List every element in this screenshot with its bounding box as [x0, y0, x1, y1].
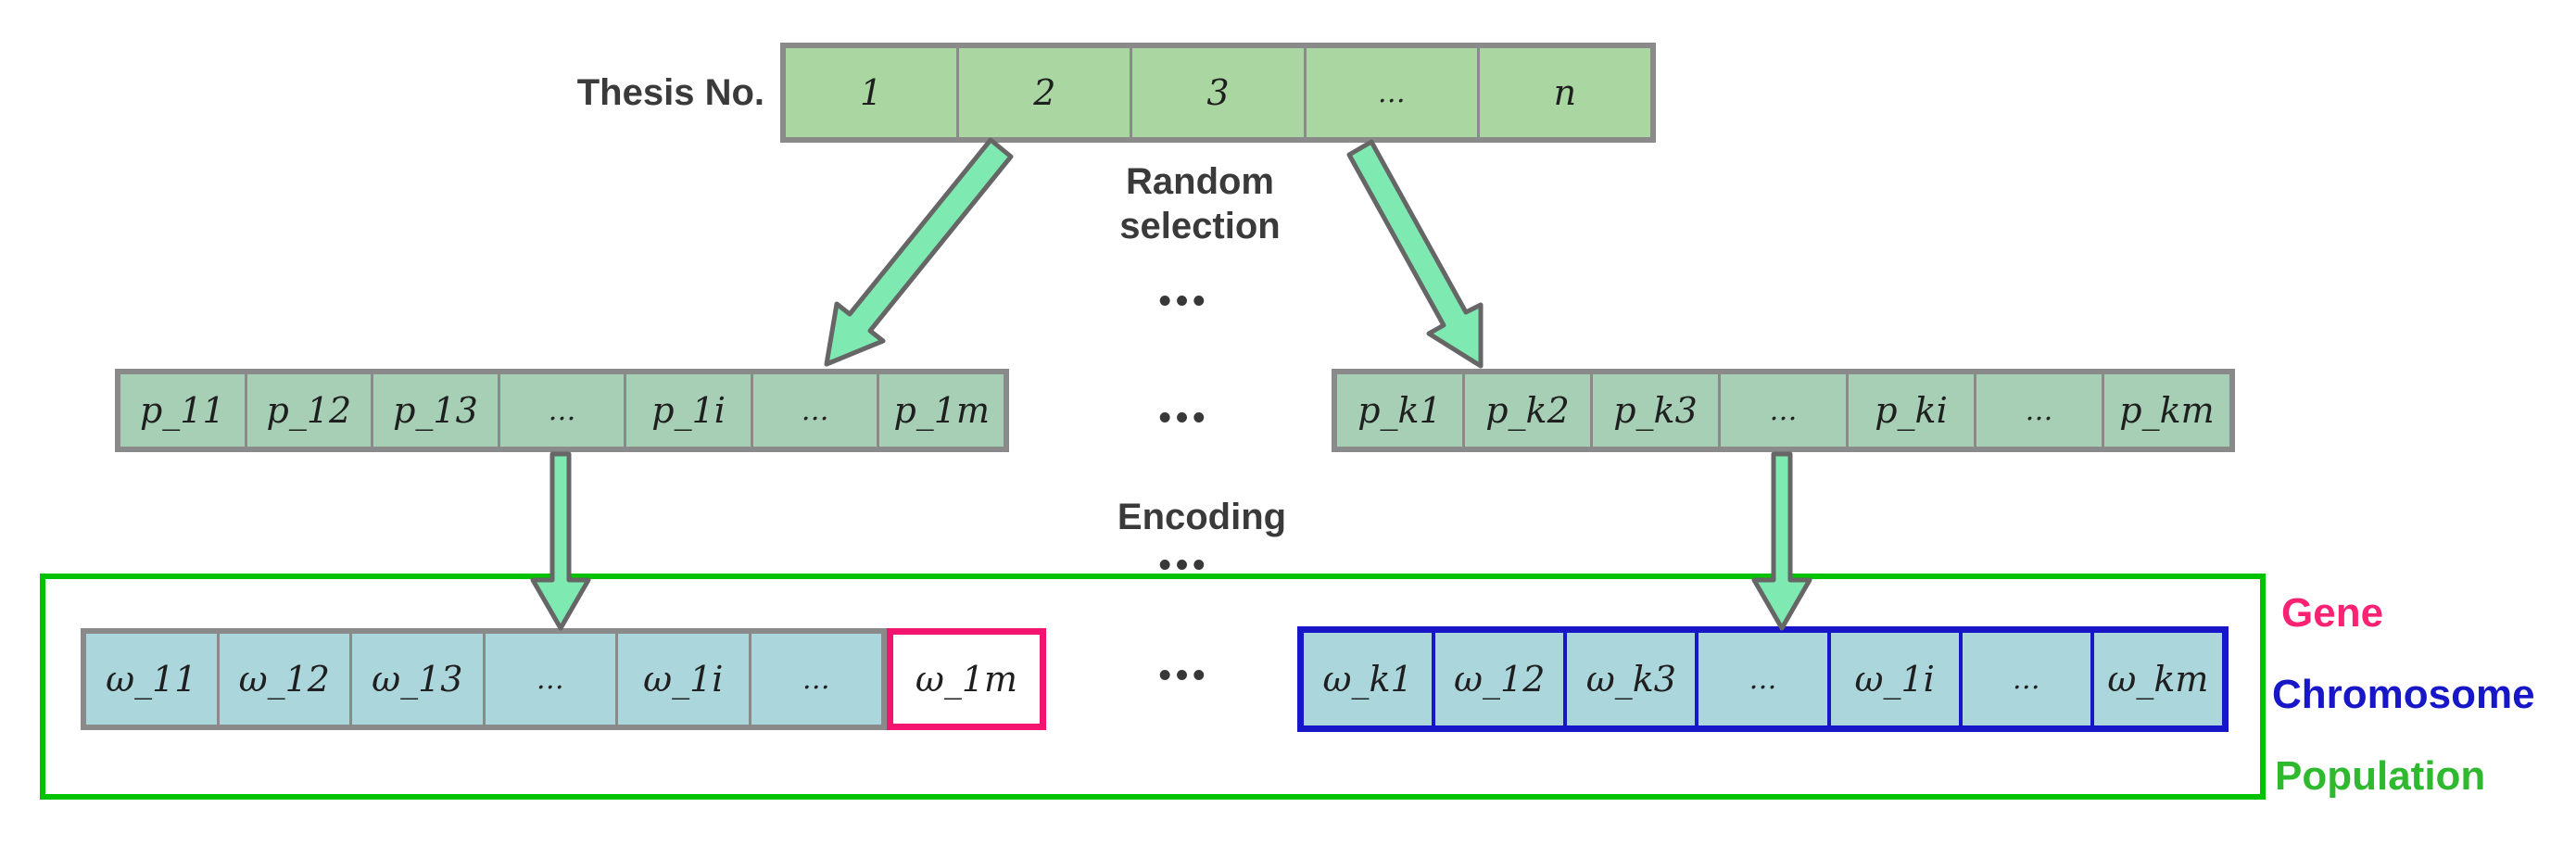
ellipsis-dots: ••• [1158, 656, 1210, 695]
population-box [40, 574, 2266, 800]
parents-k-cell: p_ki [1846, 374, 1974, 447]
encoding-label: Encoding [1117, 497, 1287, 537]
chromosome-k-cell: ω_km [2090, 633, 2222, 725]
thesis-label: Thesis No. [576, 72, 764, 113]
parents-k-cell: p_k2 [1462, 374, 1590, 447]
ellipsis-dots: ••• [1158, 546, 1210, 585]
random-selection-arrow-left-icon [824, 137, 1014, 367]
parents-1-cell: p_1i [624, 374, 751, 447]
parents-1-cell: p_11 [120, 374, 245, 447]
chromosome-1-cell: ω_11 [86, 634, 217, 725]
chromosome-label: Chromosome [2272, 672, 2535, 717]
parents-1-cell: p_13 [371, 374, 498, 447]
random-selection-label: Random selection [1119, 161, 1281, 246]
chromosome-k-cell: ω_k1 [1304, 633, 1433, 725]
ellipsis-dots: ••• [1158, 282, 1210, 321]
parents-1-cell: p_12 [244, 374, 372, 447]
chromosome-1-cell-ellipsis: … [748, 634, 881, 725]
chromosome-k-cell: ω_1i [1826, 633, 1959, 725]
parents-1-table: p_11 p_12 p_13 … p_1i … p_1m [115, 369, 1009, 452]
chromosome-1-gray-section: ω_11 ω_12 ω_13 … ω_1i … [81, 628, 887, 730]
gene-highlight-cell: ω_1m [887, 628, 1046, 730]
thesis-cell-ellipsis: … [1303, 48, 1477, 137]
thesis-cell: n [1476, 48, 1651, 137]
parents-1-cell: p_1m [877, 374, 1004, 447]
parents-k-cell: p_k3 [1590, 374, 1718, 447]
parents-k-cell-ellipsis: … [1974, 374, 2102, 447]
thesis-cell: 1 [786, 48, 957, 137]
gene-label: Gene [2281, 590, 2384, 636]
parents-1-cell-ellipsis: … [750, 374, 878, 447]
chromosome-k-cell-ellipsis: … [1958, 633, 2090, 725]
chromosome-k-cell: ω_12 [1432, 633, 1564, 725]
parents-k-table: p_k1 p_k2 p_k3 … p_ki … p_km [1332, 369, 2235, 452]
thesis-cell: 3 [1130, 48, 1304, 137]
parents-k-cell: p_km [2102, 374, 2229, 447]
parents-k-cell-ellipsis: … [1718, 374, 1846, 447]
population-label: Population [2275, 753, 2486, 799]
chromosome-k-table: ω_k1 ω_12 ω_k3 … ω_1i … ω_km [1297, 626, 2229, 732]
random-selection-arrow-right-icon [1346, 139, 1484, 369]
chromosome-k-cell-ellipsis: … [1695, 633, 1827, 725]
chromosome-k-cell: ω_k3 [1563, 633, 1696, 725]
parents-k-cell: p_k1 [1337, 374, 1462, 447]
thesis-table: 1 2 3 … n [780, 43, 1656, 143]
chromosome-1-table: ω_11 ω_12 ω_13 … ω_1i … ω_1m [81, 628, 1046, 730]
chromosome-1-cell: ω_12 [216, 634, 349, 725]
chromosome-1-cell: ω_1i [615, 634, 749, 725]
thesis-cell: 2 [956, 48, 1130, 137]
parents-1-cell-ellipsis: … [497, 374, 625, 447]
chromosome-1-cell-ellipsis: … [482, 634, 615, 725]
chromosome-1-cell: ω_13 [349, 634, 483, 725]
ellipsis-dots: ••• [1158, 398, 1210, 437]
